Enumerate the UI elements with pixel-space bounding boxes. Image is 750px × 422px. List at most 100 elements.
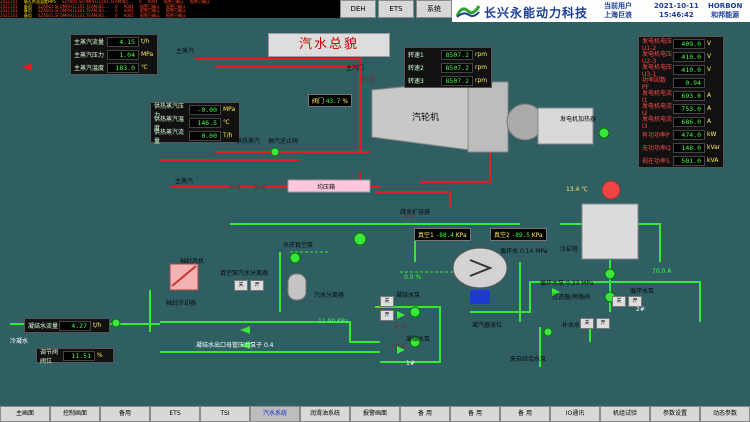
alarm-value: 0 — [139, 0, 142, 4]
row-unit: A — [707, 105, 712, 112]
makeup-water-label: 补水水箱 — [562, 322, 587, 329]
balance-box-label: 均压箱 — [317, 184, 336, 191]
valve-unit: % — [342, 98, 349, 105]
nav-main[interactable]: 主画面 — [0, 406, 50, 422]
river-water-label: 来自综合水泵 — [510, 356, 547, 363]
alarm-code: A001 — [123, 3, 134, 9]
nav-tsi[interactable]: TSI — [200, 406, 250, 422]
nav-alarm[interactable]: 报警画面 — [350, 406, 400, 422]
row-unit: MPa — [223, 106, 236, 113]
cooling-tower — [581, 203, 639, 260]
nav-control[interactable]: 控制画面 — [50, 406, 100, 422]
row-label: 功率因数PF — [642, 76, 667, 91]
makeup-start-button[interactable]: 开 — [596, 318, 610, 329]
cond-pump1-label: 凝结水泵 — [396, 292, 421, 299]
circ-pump-label: 循环水泵 — [630, 288, 655, 295]
turbine-label: 汽轮机 — [412, 113, 440, 123]
vacuum-pump-stop-button[interactable]: 关 — [234, 280, 248, 291]
row-label: 发电机电压U1-2 — [642, 37, 673, 52]
backpressure-valve-label: 抽汽逆止阀 — [268, 138, 299, 145]
pump-amp-unit: A — [667, 268, 672, 275]
system-button[interactable]: 系统 — [416, 0, 452, 18]
cond-pump1-start-button[interactable]: 开 — [380, 310, 394, 321]
row-unit: t/h — [141, 38, 150, 45]
row-value: 8507.2 — [441, 62, 473, 73]
alarm-code: A001 — [123, 12, 134, 18]
makeup-stop-button[interactable]: 关 — [580, 318, 594, 329]
circ-pump-start-button[interactable]: 开 — [628, 296, 642, 307]
row-value: 4.27 — [59, 320, 91, 331]
condenser-shell — [452, 247, 508, 289]
row-value: 693.0 — [673, 90, 705, 101]
deh-button[interactable]: DEH — [340, 0, 376, 18]
tower-temp-value: 13.4 — [566, 186, 580, 193]
row-value: 410.0 — [673, 51, 705, 62]
row-label: 无功功率Q — [642, 145, 671, 152]
nav-ets[interactable]: ETS — [150, 406, 200, 422]
row-label: 供热蒸汽流量 — [154, 128, 185, 145]
alarm-desc: 备用 — [23, 3, 32, 9]
pump-amp-value: 70.0 — [652, 268, 666, 275]
row-unit: ℃ — [141, 64, 148, 71]
to-deaerator-label: 冷凝水 — [10, 338, 29, 345]
row-label: 主蒸汽压力 — [74, 52, 105, 59]
cond-pump1-stop-button[interactable]: 关 — [380, 296, 394, 307]
row-value: 410.0 — [673, 64, 705, 75]
alarm-desc: 轴瓦供油温度HP5 — [23, 0, 56, 4]
nav-io[interactable]: IO通讯 — [550, 406, 600, 422]
nav-spare3[interactable]: 备 用 — [450, 406, 500, 422]
pump-amp-readout: 70.0 A — [652, 268, 671, 275]
user-name: 上海巨浪 — [604, 11, 632, 19]
alarm-state2: 报警已确认 — [165, 12, 186, 18]
valve-position[interactable]: 阀门 43.7 % — [308, 94, 353, 107]
alarm-code: A001 — [147, 0, 158, 4]
nav-steam-water[interactable]: 汽水系统 — [250, 406, 300, 422]
main-steam-valve-label: 主汽门 — [346, 65, 365, 72]
nav-dynamic[interactable]: 动态参数 — [700, 406, 750, 422]
time-text: 15:46:42 — [658, 11, 694, 19]
company-name: 长兴永能动力科技 — [484, 6, 589, 20]
row-label: 发电机电流I1 — [642, 89, 673, 104]
nav-spare1[interactable]: 备用 — [100, 406, 150, 422]
nav-spare4[interactable]: 备 用 — [500, 406, 550, 422]
vacuum-pump-start-button[interactable]: 开 — [250, 280, 264, 291]
ets-button[interactable]: ETS — [378, 0, 414, 18]
alarm-code: A001 — [123, 8, 134, 13]
vacuum-pump-label: 水环真空泵 — [283, 242, 314, 249]
nav-test[interactable]: 机组试验 — [600, 406, 650, 422]
circ-pump-stop-button[interactable]: 关 — [612, 296, 626, 307]
nav-lube-oil[interactable]: 润滑油系统 — [300, 406, 350, 422]
vac2-unit: KPa — [531, 232, 543, 239]
row-unit: V — [707, 40, 712, 47]
nav-params[interactable]: 参数设置 — [650, 406, 700, 422]
row-unit: ℃ — [223, 119, 230, 126]
pump1-number: 1# — [406, 360, 415, 367]
level-unit: % — [415, 274, 422, 281]
alarm-state2: 报警已确认 — [165, 8, 186, 13]
user-label: 当前用户 — [604, 2, 632, 10]
heat-supply-label: 供热蒸汽 — [236, 138, 261, 145]
nav-spare2[interactable]: 备 用 — [400, 406, 450, 422]
cond-pressure-unit: KPa — [337, 318, 349, 325]
row-value: 686.0 — [673, 116, 705, 127]
steam-in2-label: 主蒸汽 — [175, 178, 194, 185]
datetime: 2021-10-11 15:46:42 — [654, 2, 699, 20]
